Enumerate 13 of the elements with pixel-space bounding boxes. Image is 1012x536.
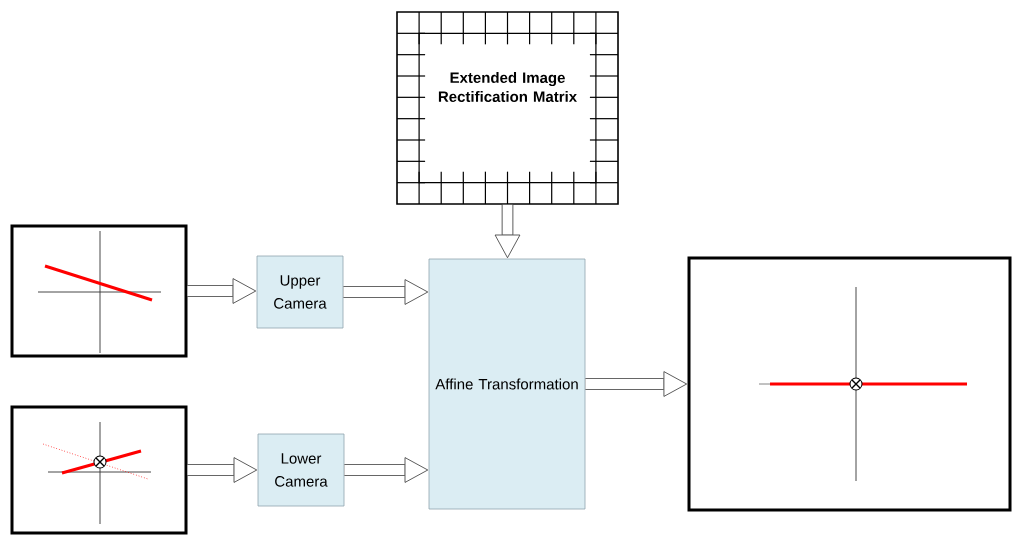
block-arrow bbox=[344, 457, 429, 483]
block-arrow bbox=[585, 371, 688, 397]
process-box: Affine Transformation bbox=[428, 258, 586, 510]
camera-box: Upper Camera bbox=[256, 255, 344, 329]
block-arrow bbox=[187, 457, 258, 483]
block-arrow bbox=[187, 278, 257, 304]
image-frame bbox=[687, 256, 1012, 512]
matrix-grid-box: Extended Image Rectification Matrix bbox=[396, 11, 619, 205]
image-frame bbox=[10, 405, 188, 535]
block-arrow bbox=[494, 204, 521, 259]
camera-box: Lower Camera bbox=[257, 433, 345, 507]
image-frame bbox=[10, 224, 188, 358]
block-arrow bbox=[343, 279, 429, 305]
